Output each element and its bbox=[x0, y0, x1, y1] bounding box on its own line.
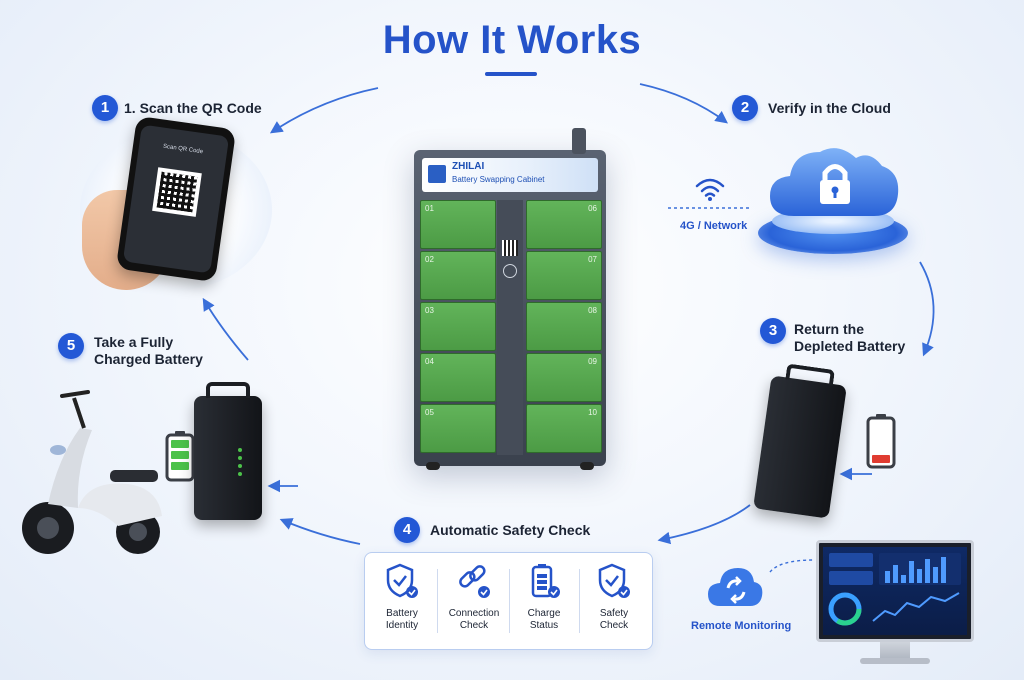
wheel-icon bbox=[580, 462, 594, 470]
charge-led bbox=[238, 448, 242, 452]
step-1-number: 1 bbox=[92, 95, 118, 121]
dashboard-graphics bbox=[828, 553, 961, 626]
wifi-icon bbox=[695, 178, 725, 201]
check-label-line1: Charge bbox=[527, 608, 561, 619]
step-1-label: 1. Scan the QR Code bbox=[124, 100, 262, 116]
phone-screen: Scan QR Code bbox=[122, 124, 230, 274]
check-label-line1: Safety bbox=[599, 608, 629, 619]
link-check-icon bbox=[459, 565, 490, 598]
door-number: 09 bbox=[588, 357, 597, 366]
certification-badge-icon bbox=[503, 264, 517, 278]
step-2-label: Verify in the Cloud bbox=[768, 100, 891, 116]
door-number: 08 bbox=[588, 306, 597, 315]
cabinet-door: 06 bbox=[526, 200, 602, 249]
full-battery-icon bbox=[165, 431, 195, 482]
remote-monitoring-label: Remote Monitoring bbox=[691, 620, 792, 632]
cabinet-door: 07 bbox=[526, 251, 602, 300]
door-number: 06 bbox=[588, 204, 597, 213]
dashboard-screen bbox=[823, 547, 967, 635]
step-3-number: 3 bbox=[760, 318, 786, 344]
check-label-line1: Connection bbox=[448, 608, 500, 619]
sync-cloud-icon bbox=[708, 568, 763, 606]
arrow-2-to-3 bbox=[919, 261, 935, 357]
cabinet-header-panel: ZHILAI Battery Swapping Cabinet bbox=[422, 158, 598, 192]
charged-battery-image bbox=[194, 382, 262, 520]
check-connection: Connection Check bbox=[439, 563, 509, 632]
phone-image: Scan QR Code bbox=[115, 115, 237, 283]
battery-check-icon bbox=[531, 564, 560, 598]
title-underline bbox=[485, 72, 537, 76]
check-label-line1: Battery bbox=[386, 608, 418, 619]
cabinet-door: 10 bbox=[526, 404, 602, 453]
shield-check-icon bbox=[598, 563, 630, 598]
arrow-3-to-4 bbox=[657, 504, 751, 545]
divider bbox=[437, 569, 438, 633]
phone-screen-caption: Scan QR Code bbox=[162, 143, 204, 156]
check-label-line2: Check bbox=[599, 620, 629, 631]
step-2-number: 2 bbox=[732, 95, 758, 121]
step-3-label-line1: Return the bbox=[794, 321, 864, 337]
cabinet-door: 02 bbox=[420, 251, 496, 300]
monitor-stand bbox=[880, 642, 910, 660]
step-5-label-line1: Take a Fully bbox=[94, 334, 174, 350]
check-safety: Safety Check bbox=[579, 563, 649, 632]
cabinet-door: 05 bbox=[420, 404, 496, 453]
charge-led bbox=[238, 472, 242, 476]
door-number: 01 bbox=[425, 204, 434, 213]
door-number: 04 bbox=[425, 357, 434, 366]
wheel-icon bbox=[426, 462, 440, 470]
step-5-label-line2: Charged Battery bbox=[94, 351, 203, 367]
check-label-line2: Check bbox=[459, 620, 489, 631]
charge-led bbox=[238, 464, 242, 468]
camera-icon bbox=[572, 128, 586, 154]
door-number: 05 bbox=[425, 408, 434, 417]
qr-code-icon bbox=[152, 167, 202, 217]
door-number: 10 bbox=[588, 408, 597, 417]
cloud-lock-icon bbox=[770, 148, 899, 216]
cabinet-door: 09 bbox=[526, 353, 602, 402]
step-5-number: 5 bbox=[58, 333, 84, 359]
step-4-number: 4 bbox=[394, 517, 420, 543]
monitoring-dashed-link bbox=[769, 559, 815, 573]
monitor-base bbox=[860, 658, 930, 664]
monitor-image bbox=[816, 540, 974, 642]
check-label-line2: Status bbox=[529, 620, 559, 631]
shield-check-icon bbox=[386, 563, 418, 598]
cabinet-door: 04 bbox=[420, 353, 496, 402]
step-5-label: Take a Fully Charged Battery bbox=[94, 334, 203, 368]
scooter-image bbox=[22, 390, 162, 554]
cabinet-door: 01 bbox=[420, 200, 496, 249]
low-battery-icon bbox=[866, 414, 896, 469]
arrow-4-to-5 bbox=[279, 518, 361, 545]
safety-check-panel: Battery Identity Connection Check Charge… bbox=[364, 552, 653, 650]
door-number: 07 bbox=[588, 255, 597, 264]
arrow-1-to-2 bbox=[639, 83, 729, 124]
step-3-label-line2: Depleted Battery bbox=[794, 338, 906, 354]
cabinet-brand: ZHILAI bbox=[452, 161, 485, 172]
cabinet-door: 08 bbox=[526, 302, 602, 351]
check-battery-identity: Battery Identity bbox=[367, 563, 437, 632]
door-number: 03 bbox=[425, 306, 434, 315]
charge-led bbox=[238, 456, 242, 460]
arrow-top-left bbox=[269, 87, 379, 134]
arrow-5-to-1 bbox=[202, 297, 249, 361]
cabinet-qr-icon bbox=[502, 240, 518, 256]
network-label: 4G / Network bbox=[680, 220, 748, 232]
cabinet-subtitle: Battery Swapping Cabinet bbox=[452, 175, 545, 184]
step-4-label: Automatic Safety Check bbox=[430, 522, 591, 538]
check-label-line2: Identity bbox=[385, 620, 419, 631]
door-number: 02 bbox=[425, 255, 434, 264]
battery-swapping-cabinet: ZHILAI Battery Swapping Cabinet 01 02 03… bbox=[414, 128, 606, 470]
divider bbox=[509, 569, 510, 633]
cabinet-center-panel bbox=[497, 200, 523, 455]
cabinet-door: 03 bbox=[420, 302, 496, 351]
divider bbox=[579, 569, 580, 633]
step-3-label: Return the Depleted Battery bbox=[794, 321, 905, 355]
battery-handle bbox=[206, 382, 250, 398]
brand-logo-icon bbox=[428, 165, 446, 183]
page-title: How It Works bbox=[382, 18, 642, 62]
check-charge-status: Charge Status bbox=[509, 563, 579, 632]
